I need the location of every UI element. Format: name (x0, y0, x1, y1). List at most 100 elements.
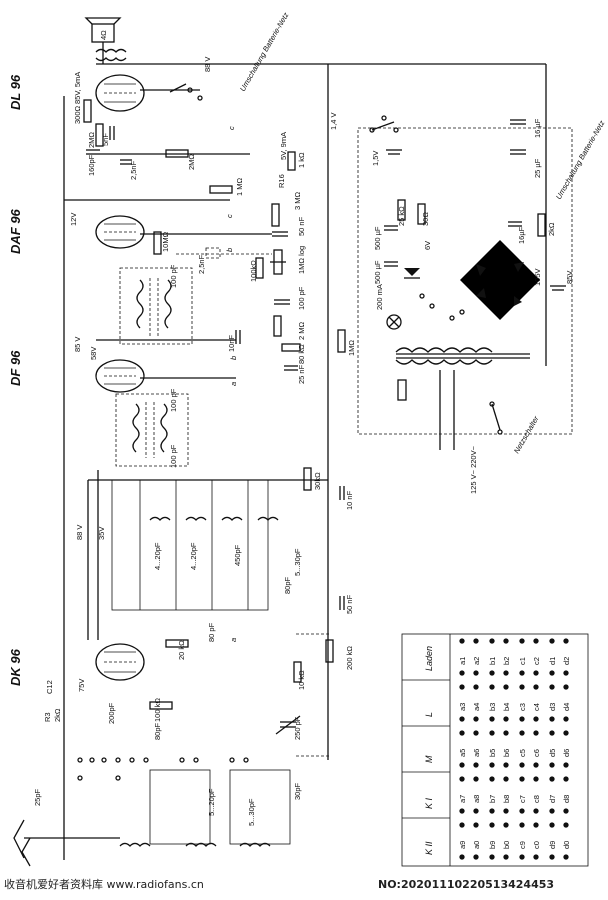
label-200pf: 200pF (107, 702, 116, 724)
band-contact-label: a9 (458, 841, 467, 849)
output-transformer (95, 48, 127, 62)
band-contact-dot (459, 776, 465, 782)
resistor-20k (165, 639, 189, 648)
resistor-10k (293, 661, 302, 683)
label-85v-right: 85V (565, 271, 574, 284)
band-contact-dot (473, 716, 479, 722)
label-25k: 25 kΩ (397, 206, 406, 226)
resistor-30k (303, 467, 312, 491)
band-contact-label: b9 (488, 841, 497, 849)
band-contact-dot (519, 822, 525, 828)
label-4-20pf-b: 4...20pF (189, 542, 198, 570)
band-contact-label: b1 (488, 657, 497, 665)
marker-c-top: c (227, 126, 236, 130)
band-contact-dot (563, 638, 569, 644)
label-4-20pf-a: 4...20pF (153, 542, 162, 570)
label-12v: 12V (69, 213, 78, 226)
band-contact-dot (533, 716, 539, 722)
band-contact-dot (533, 730, 539, 736)
capacitor-10nf (235, 330, 241, 344)
band-contact-label: b6 (502, 749, 511, 757)
label-5-30pf-b: 5...30pF (247, 798, 256, 826)
mains-transformer (395, 347, 530, 365)
band-contact-dot (563, 808, 569, 814)
band-contact-dot (549, 638, 555, 644)
band-contact-dot (489, 716, 495, 722)
band-contact-dot (459, 822, 465, 828)
band-contact-label: b0 (502, 841, 511, 849)
band-contact-dot (459, 730, 465, 736)
band-contact-dot (519, 670, 525, 676)
resistor-80k (281, 343, 301, 352)
lamp-200ma-icon (386, 314, 402, 330)
resistor-1m-b (337, 329, 346, 353)
capacitor-500uf-b (384, 261, 398, 267)
label-1-4v: 1,4 V (329, 112, 338, 130)
band-contact-dot (489, 808, 495, 814)
netzschalter-switch[interactable] (489, 401, 503, 435)
switch-umschaltung-top[interactable] (169, 83, 203, 101)
band-contact-dot (519, 730, 525, 736)
resistor-2m-c (273, 315, 282, 337)
band-contact-dot (563, 716, 569, 722)
capacitor-16uf-b (508, 221, 522, 227)
band-contact-dot (549, 776, 555, 782)
band-contact-label: a0 (472, 841, 481, 849)
capacitor-100pf-a (274, 299, 290, 305)
band-contact-dot (533, 822, 539, 828)
band-label-2: M (424, 755, 434, 763)
volume-potentiometer[interactable] (270, 249, 286, 275)
marker-b-daf: b (225, 248, 234, 252)
fuse-icon (397, 379, 407, 401)
label-10m: 10MΩ (161, 231, 170, 252)
band-switch-contacts[interactable] (77, 757, 249, 781)
band-contact-dot (533, 762, 539, 768)
capacitor-2-5nf-b (205, 247, 221, 259)
diode-icon (404, 268, 420, 279)
band-contact-dot (519, 776, 525, 782)
band-contact-label: d6 (562, 749, 571, 757)
band-contact-dot (489, 854, 495, 860)
band-contact-dot (459, 808, 465, 814)
band-contact-dot (473, 730, 479, 736)
switch-contacts-psu[interactable] (419, 293, 465, 321)
band-contact-dot (503, 730, 509, 736)
label-netzschalter: Netzschalter (512, 414, 541, 455)
band-contact-label: a6 (472, 749, 481, 757)
label-mains: 125 V~ 220V~ (469, 445, 478, 494)
band-contact-label: b8 (502, 795, 511, 803)
band-contact-dot (503, 762, 509, 768)
label-r3: R3 (43, 712, 52, 722)
label-50nf-b: 50 nF (345, 594, 354, 614)
band-contact-dot (459, 762, 465, 768)
band-contact-dot (563, 684, 569, 690)
band-contact-dot (533, 684, 539, 690)
label-2m-a: 2MΩ (87, 132, 96, 148)
band-contact-dot (519, 684, 525, 690)
capacitor-25uf (510, 149, 526, 155)
switch-batt-mains-a[interactable] (369, 115, 399, 133)
battery-1-5v (386, 149, 402, 155)
footer-source: 收音机爱好者资料库 www.radiofans.cn (4, 878, 204, 891)
band-contact-dot (473, 808, 479, 814)
marker-b-df: b (229, 356, 238, 360)
band-contact-label: a5 (458, 749, 467, 757)
tuning-capacitor[interactable] (275, 715, 301, 735)
bridge-rectifier (460, 240, 540, 320)
label-1-5v: 1,5V (371, 151, 380, 166)
band-contact-dot (519, 808, 525, 814)
band-contact-dot (503, 808, 509, 814)
capacitor-85v (550, 285, 566, 291)
band-contact-dot (473, 638, 479, 644)
resistor-100k-b (149, 701, 173, 710)
band-contact-label: a8 (472, 795, 481, 803)
band-contact-dot (533, 638, 539, 644)
band-contact-dot (459, 638, 465, 644)
if-transformer-1 (119, 267, 193, 345)
marker-a-df: a (229, 382, 238, 386)
band-contact-label: c8 (532, 795, 541, 803)
band-contact-label: d5 (548, 749, 557, 757)
band-contact-dot (473, 776, 479, 782)
label-450pf: 450pF (233, 544, 242, 566)
